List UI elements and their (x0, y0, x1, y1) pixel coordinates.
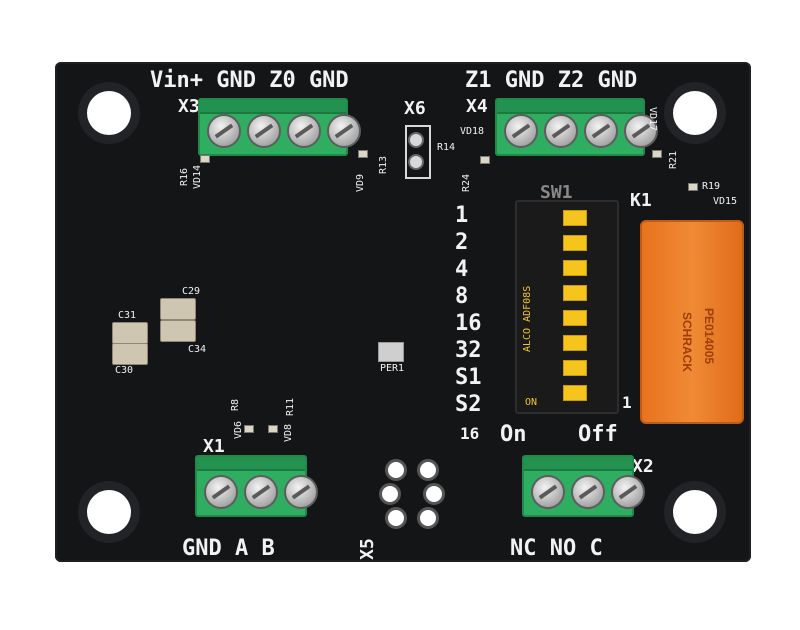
terminal-block-x4 (495, 98, 658, 156)
r8-label: R8 (230, 398, 242, 412)
led-vd8 (268, 425, 278, 433)
dip-value: 2 (455, 230, 469, 255)
screw-terminal[interactable] (204, 475, 238, 509)
r24-label: R24 (461, 173, 473, 193)
x4-label: X4 (466, 96, 488, 117)
dip-toggle[interactable] (563, 285, 587, 301)
pin-header-x6 (405, 125, 431, 179)
screw-terminal[interactable] (287, 114, 321, 148)
led-vd14 (200, 155, 210, 163)
dip-on-marker: ON (525, 397, 538, 408)
screw-terminal[interactable] (584, 114, 618, 148)
screw-terminal[interactable] (611, 475, 645, 509)
r13-label: R13 (378, 155, 390, 175)
screw-terminal[interactable] (327, 114, 361, 148)
dip-value: S1 (455, 365, 482, 390)
c29-label: C29 (182, 286, 201, 297)
screw-terminal[interactable] (531, 475, 565, 509)
screw-terminal[interactable] (284, 475, 318, 509)
dip-value: 32 (455, 338, 482, 363)
x6-label: X6 (404, 98, 426, 119)
x2-label: X2 (632, 456, 654, 477)
dip-toggle[interactable] (563, 360, 587, 376)
on-label: On (500, 422, 527, 447)
vd17-label: VD17 (647, 106, 659, 132)
dip-toggle[interactable] (563, 385, 587, 401)
vd18-label: VD18 (460, 126, 485, 137)
screw-terminal[interactable] (244, 475, 278, 509)
x3-label: X3 (178, 96, 200, 117)
mounting-hole (673, 490, 717, 534)
dip-value: 4 (455, 257, 469, 282)
relay-brand: SCHRACK (680, 312, 694, 372)
led-vd18 (480, 156, 490, 164)
vd6-label: VD6 (233, 420, 245, 440)
r16-label: R16 (179, 167, 191, 187)
dip-values: 1 2 4 8 16 32 S1 S2 (455, 205, 500, 421)
off-label: Off (578, 422, 618, 447)
per1-label: PER1 (380, 363, 405, 374)
c31-label: C31 (118, 310, 137, 321)
dip-brand: ALCO ADF08S (522, 285, 533, 352)
dip-bottom-left: 16 (460, 424, 480, 443)
r14-label: R14 (437, 142, 456, 153)
terminal-block-x2 (522, 455, 645, 517)
vd8-label: VD8 (283, 423, 295, 443)
capacitor (160, 298, 196, 320)
c30-label: C30 (115, 365, 134, 376)
relay-k1: SCHRACK PE014005 (640, 220, 744, 424)
vd15-label: VD15 (713, 196, 738, 207)
r11-label: R11 (285, 397, 297, 417)
k1-label: K1 (630, 190, 652, 211)
mounting-hole (87, 490, 131, 534)
connector-x5 (375, 455, 450, 530)
screw-terminal[interactable] (207, 114, 241, 148)
vd9-label: VD9 (355, 173, 367, 193)
dip-toggle[interactable] (563, 260, 587, 276)
x1-label: X1 (203, 436, 225, 457)
dip-value: 1 (455, 203, 469, 228)
capacitor (112, 343, 148, 365)
dip-toggle[interactable] (563, 210, 587, 226)
terminal-block-x1 (195, 455, 318, 517)
dip-value: S2 (455, 392, 482, 417)
dip-toggle[interactable] (563, 310, 587, 326)
screw-terminal[interactable] (624, 114, 658, 148)
mounting-hole (87, 91, 131, 135)
x4-pin-labels: Z1 GND Z2 GND (465, 68, 638, 93)
screw-terminal[interactable] (247, 114, 281, 148)
x1-pin-labels: GND A B (182, 536, 275, 561)
terminal-block-x3 (198, 98, 361, 156)
screw-terminal[interactable] (504, 114, 538, 148)
sw1-label: SW1 (540, 182, 573, 203)
led-vd9 (358, 150, 368, 158)
dip-toggle[interactable] (563, 235, 587, 251)
vd14-label: VD14 (192, 164, 204, 190)
x2-pin-labels: NC NO C (510, 536, 603, 561)
c34-label: C34 (188, 344, 207, 355)
sensor-per1 (378, 342, 404, 362)
screw-terminal[interactable] (571, 475, 605, 509)
capacitor (160, 320, 196, 342)
relay-model: PE014005 (702, 308, 716, 365)
screw-terminal[interactable] (544, 114, 578, 148)
led-vd15 (688, 183, 698, 191)
led-vd17 (652, 150, 662, 158)
led-vd6 (244, 425, 254, 433)
dip-toggle[interactable] (563, 335, 587, 351)
x5-label: X5 (356, 538, 378, 560)
dip-value: 8 (455, 284, 469, 309)
x3-pin-labels: Vin+ GND Z0 GND (150, 68, 349, 93)
dip-value: 16 (455, 311, 482, 336)
r21-label: R21 (668, 150, 680, 170)
mounting-hole (673, 91, 717, 135)
r19-label: R19 (702, 181, 721, 192)
dip-bottom-right: 1 (622, 393, 632, 412)
dip-switch-sw1: ALCO ADF08S ON (515, 200, 619, 414)
capacitor (112, 322, 148, 344)
